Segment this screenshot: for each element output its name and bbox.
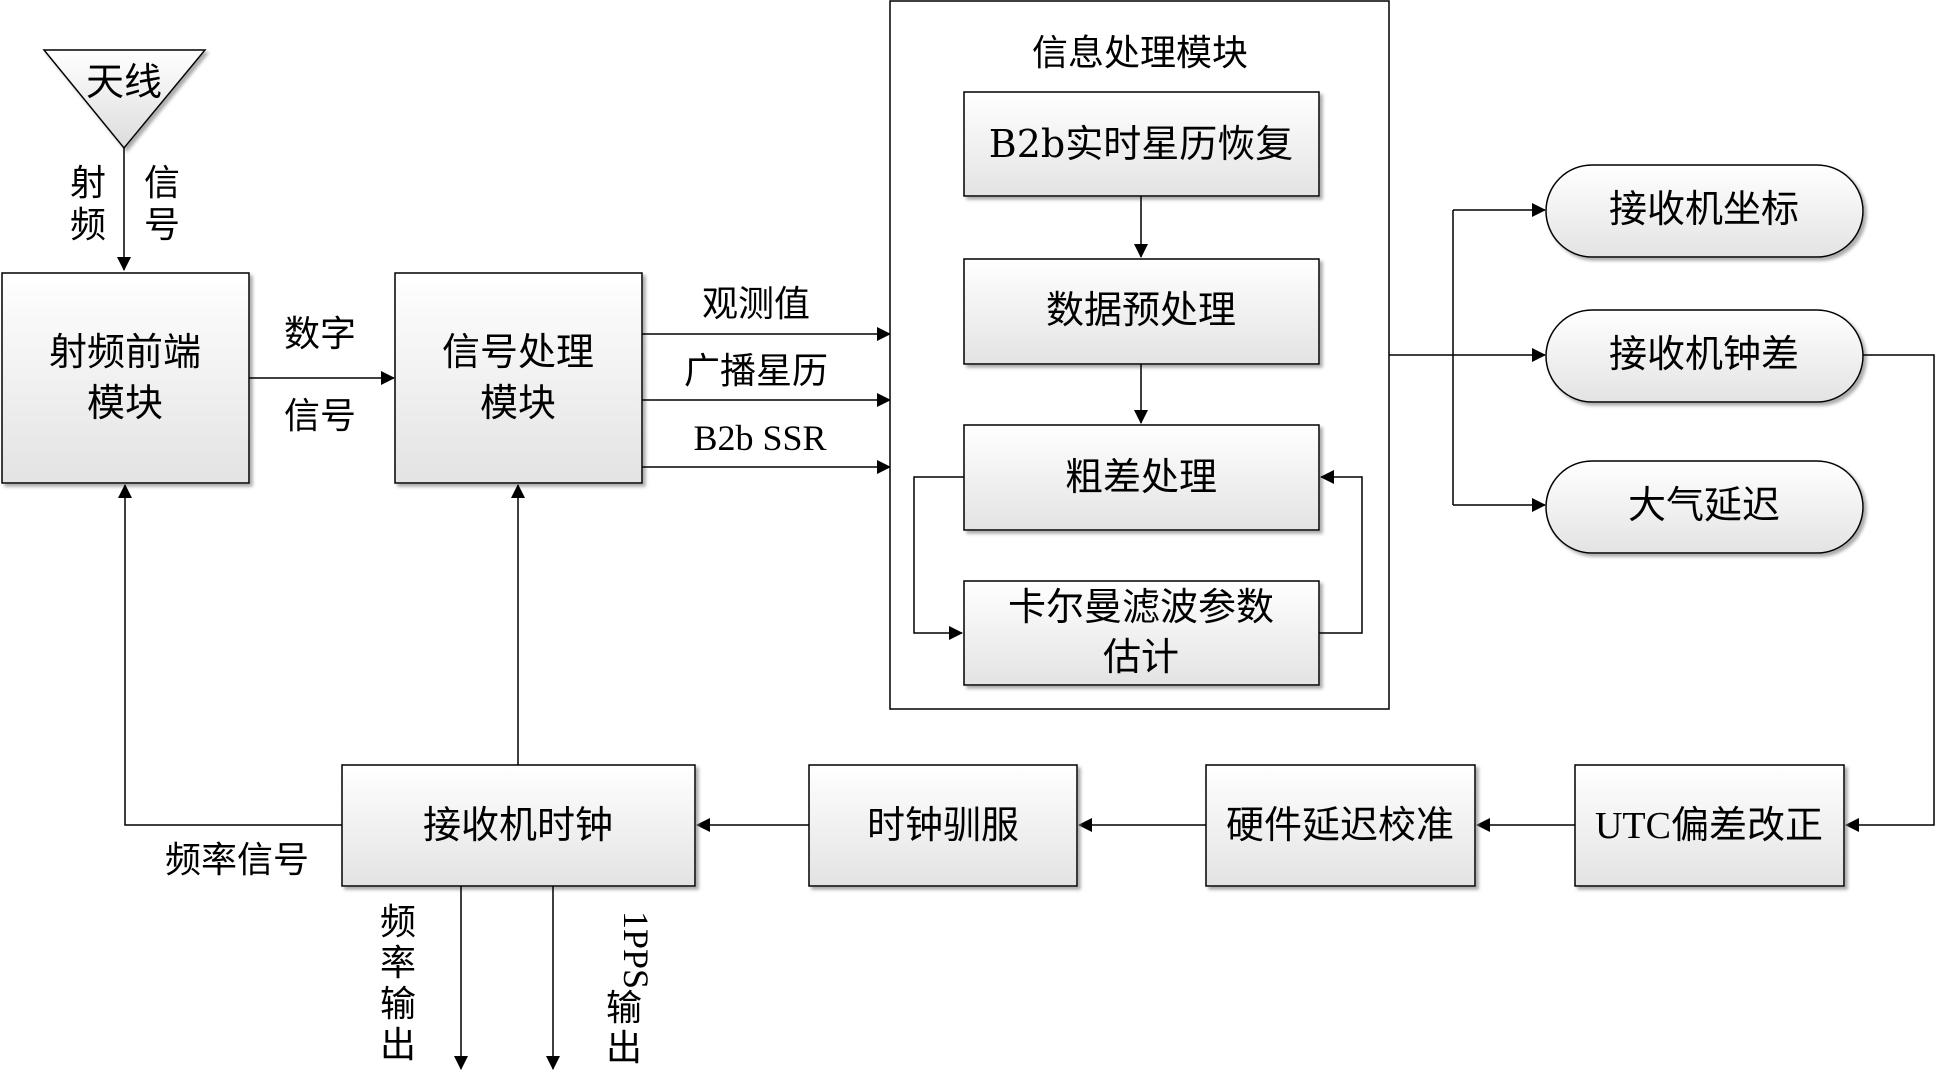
rf-frontend-label-2: 模块 [87,381,163,425]
rf-signal-left-2: 频 [70,205,106,246]
hw-delay-cal-block: 硬件延迟校准 [1205,764,1476,887]
broadcast-ephemeris-label: 广播星历 [684,351,828,392]
freq-output-label-2: 率 [380,943,416,984]
receiver-clock-bias-output: 接收机钟差 [1545,309,1864,403]
observations-label: 观测值 [702,284,810,325]
arrow-gross-to-kalman [913,476,964,640]
signal-processing-label-2: 模块 [480,381,556,425]
rf-frontend-label-1: 射频前端 [49,330,201,374]
signal-processing-block: 信号处理 模块 [394,272,643,484]
pps-output-label-2: 输 [606,988,642,1029]
rf-frontend-block: 射频前端 模块 [1,272,250,484]
ephemeris-recovery-block: B2b实时星历恢复 [963,91,1320,197]
ephemeris-recovery-label: B2b实时星历恢复 [989,122,1293,166]
data-preprocess-label: 数据预处理 [1046,288,1236,332]
signal-processing-label-1: 信号处理 [442,330,594,374]
kalman-block: 卡尔曼滤波参数 估计 [963,580,1320,686]
hw-delay-cal-label: 硬件延迟校准 [1226,803,1454,847]
rf-signal-right-2: 号 [144,205,180,246]
info-processing-title: 信息处理模块 [1032,33,1248,74]
receiver-coord-label: 接收机坐标 [1609,187,1799,231]
freq-signal-label: 频率信号 [165,840,309,881]
freq-output-label-4: 出 [380,1025,416,1066]
kalman-label-2: 估计 [1103,635,1179,679]
freq-output-label-3: 输 [380,984,416,1025]
antenna-label: 天线 [86,60,162,104]
utc-bias-block: UTC偏差改正 [1574,764,1845,887]
clock-discipline-block: 时钟驯服 [808,764,1078,887]
kalman-label-1: 卡尔曼滤波参数 [1008,585,1274,629]
pps-output-label-3: 出 [606,1028,642,1069]
receiver-clock-label: 接收机时钟 [423,803,613,847]
receiver-clock-block: 接收机时钟 [341,764,696,887]
clock-discipline-label: 时钟驯服 [867,803,1019,847]
gross-error-block: 粗差处理 [963,424,1320,531]
pps-output-label-1: 1PPS [616,911,656,989]
atmos-delay-label: 大气延迟 [1628,483,1780,527]
digital-signal-label-2: 信号 [284,396,356,437]
gross-error-label: 粗差处理 [1065,455,1217,499]
digital-signal-label-1: 数字 [284,314,356,355]
utc-bias-label: UTC偏差改正 [1595,805,1823,847]
receiver-coord-output: 接收机坐标 [1545,164,1864,258]
atmos-delay-output: 大气延迟 [1545,460,1864,554]
rf-signal-right-1: 信 [144,163,180,204]
antenna: 天线 [42,49,207,150]
rf-signal-left-1: 射 [70,163,106,204]
receiver-clock-bias-label: 接收机钟差 [1609,332,1799,376]
arrow-clock-to-rf [118,484,342,826]
arrow-clock-bias-to-utc [1845,354,1935,832]
arrow-kalman-to-gross [1319,470,1363,634]
data-preprocess-block: 数据预处理 [963,258,1320,365]
freq-output-label-1: 频 [380,902,416,943]
b2b-ssr-label: B2b SSR [693,418,826,458]
